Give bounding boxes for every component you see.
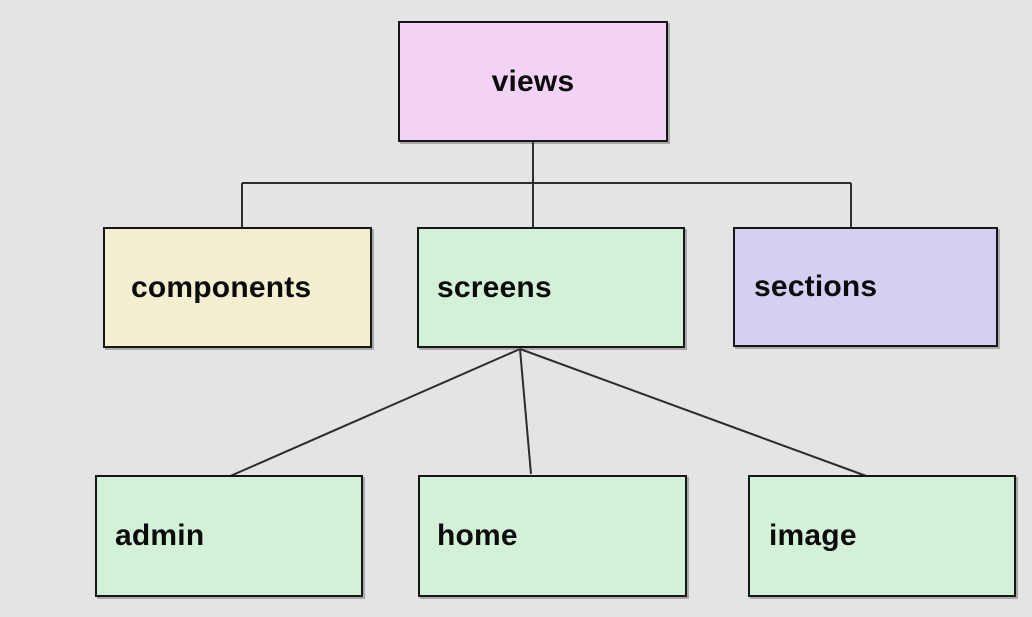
node-image: image xyxy=(748,475,1016,597)
node-components: components xyxy=(103,227,372,348)
node-sections: sections xyxy=(733,227,998,347)
node-label-screens: screens xyxy=(437,270,552,304)
node-screens: screens xyxy=(417,227,685,348)
node-home: home xyxy=(418,475,687,597)
node-label-image: image xyxy=(769,519,857,552)
node-label-views: views xyxy=(491,64,575,98)
edge-screens-to-image xyxy=(519,348,870,478)
node-admin: admin xyxy=(95,475,363,597)
node-label-components: components xyxy=(131,270,312,304)
edge-screens-to-admin xyxy=(227,348,521,478)
node-label-admin: admin xyxy=(115,519,205,552)
node-label-home: home xyxy=(437,519,518,552)
edge-screens-to-home xyxy=(519,348,532,475)
node-label-sections: sections xyxy=(754,270,878,303)
node-views: views xyxy=(398,21,668,142)
